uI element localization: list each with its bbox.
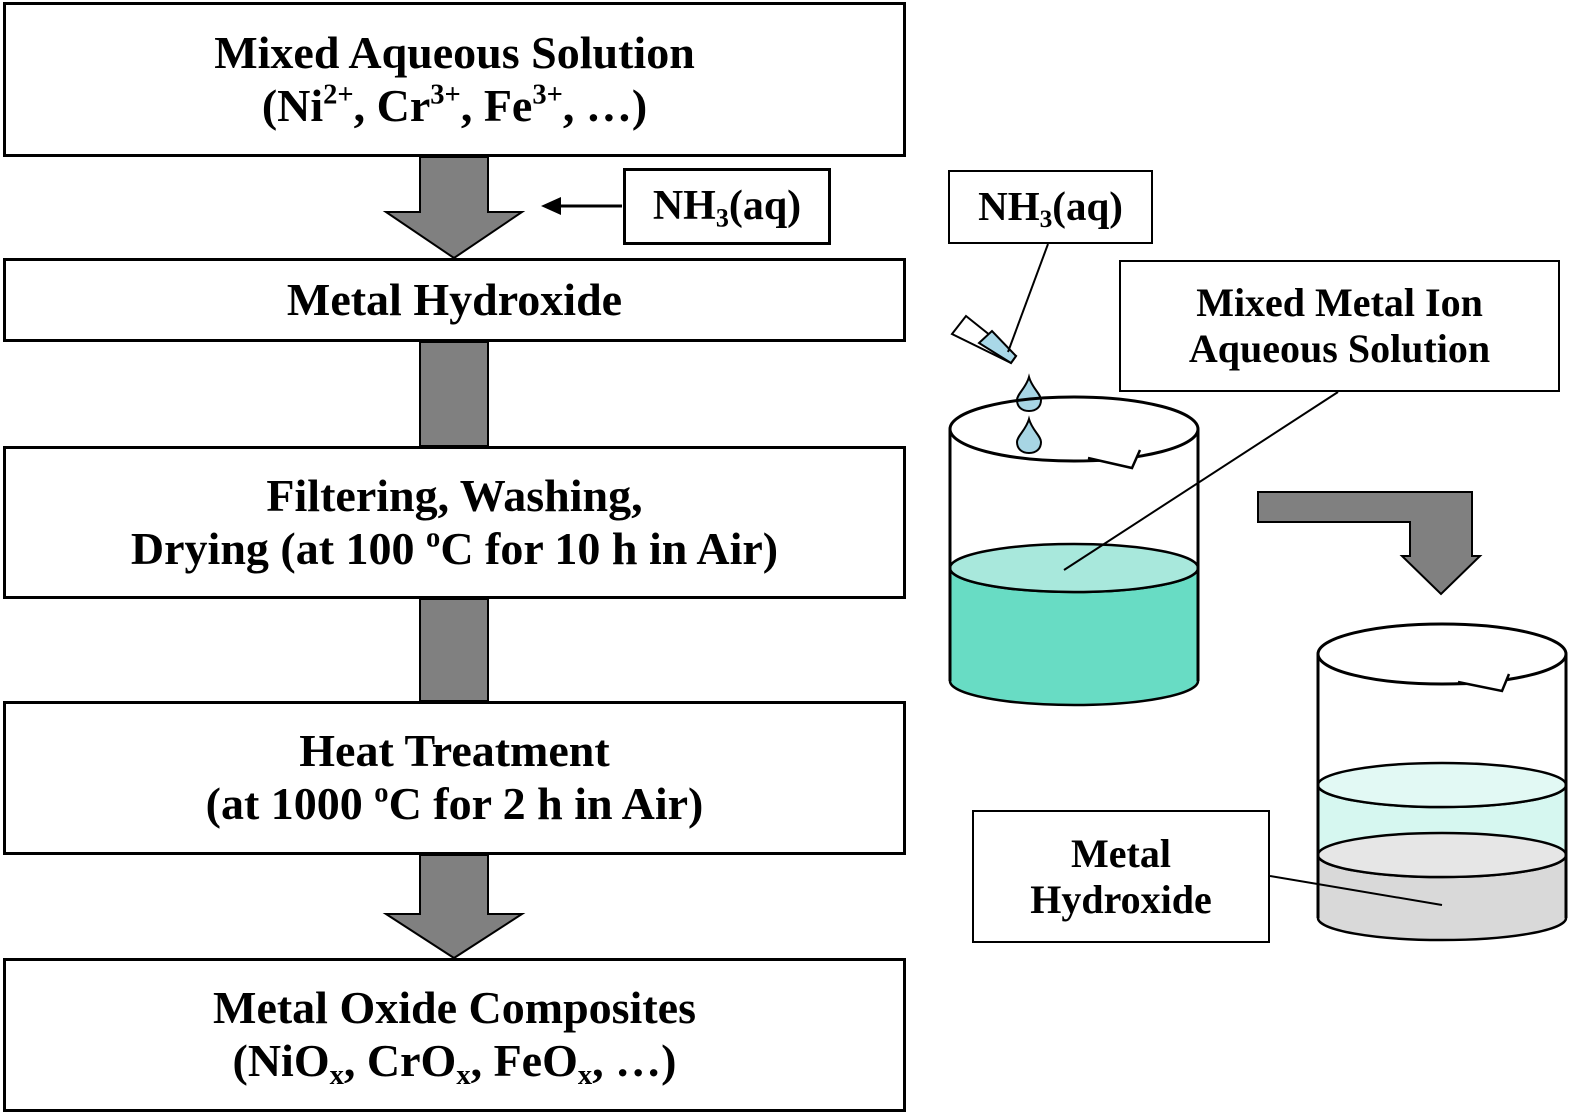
step-title: Metal Hydroxide (286, 273, 623, 325)
oxide-list: (NiOx, CrOx, FeOx, …) (232, 1035, 677, 1091)
dropper-label: NH3(aq) (978, 183, 1123, 234)
solution-label-line1: Mixed Metal Ion (1196, 280, 1483, 325)
step-condition: Drying (at 100 oC for 10 h in Air) (130, 521, 779, 574)
reagent-label: NH3(aq) (652, 183, 802, 233)
hydroxide-label-line2: Hydroxide (1030, 876, 1212, 922)
hydroxide-label-line1: Metal (1071, 830, 1171, 876)
step-title: Metal Oxide Composites (213, 982, 696, 1034)
drop-icon (1015, 415, 1043, 455)
beaker-precipitate-icon (1316, 622, 1568, 942)
drop-icon (1015, 373, 1043, 413)
beaker-solution-icon (948, 395, 1200, 707)
step-metal-hydroxide: Metal Hydroxide (3, 258, 906, 342)
flow-arrow-4 (382, 854, 526, 960)
step-metal-oxide-composites: Metal Oxide Composites (NiOx, CrOx, FeOx… (3, 958, 906, 1112)
step-title: Filtering, Washing, (266, 469, 643, 521)
reagent-arrow-head (541, 197, 561, 215)
flow-arrow-3 (419, 598, 489, 702)
dropper-label-box: NH3(aq) (948, 170, 1153, 244)
solution-leader-line (1063, 391, 1339, 571)
process-arrow-icon (1257, 491, 1483, 596)
solution-label-box: Mixed Metal Ion Aqueous Solution (1119, 260, 1560, 392)
step-title: Heat Treatment (299, 725, 610, 777)
step-mixed-aqueous-solution: Mixed Aqueous Solution (Ni2+, Cr3+, Fe3+… (3, 2, 906, 157)
ion-list: (Ni2+, Cr3+, Fe3+, …) (261, 78, 648, 131)
flow-arrow-1 (382, 156, 526, 260)
step-heat-treatment: Heat Treatment (at 1000 oC for 2 h in Ai… (3, 701, 906, 855)
flow-arrow-2 (419, 341, 489, 447)
step-condition: (at 1000 oC for 2 h in Air) (205, 777, 704, 829)
step-filtering-washing-drying: Filtering, Washing, Drying (at 100 oC fo… (3, 446, 906, 599)
dropper-icon (950, 243, 1049, 365)
step-title: Mixed Aqueous Solution (214, 26, 695, 78)
hydroxide-leader-line (1269, 875, 1443, 906)
reagent-box: NH3(aq) (623, 168, 831, 245)
hydroxide-label-box: Metal Hydroxide (972, 810, 1270, 943)
solution-label-line2: Aqueous Solution (1188, 326, 1491, 371)
